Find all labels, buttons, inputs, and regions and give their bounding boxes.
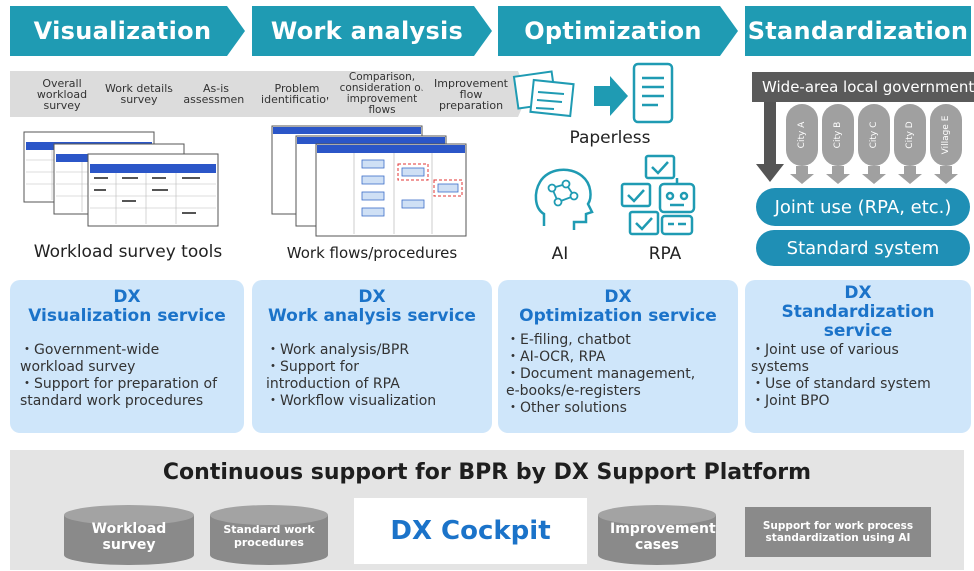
caption-rpa: RPA (648, 244, 682, 264)
work-flows-illustration (270, 124, 470, 239)
workload-survey-cylinder: Workload survey (64, 505, 194, 565)
service-items: ・Work analysis/BPR ・Support for introduc… (266, 342, 437, 409)
ai-head-icon (530, 162, 596, 234)
caption-workload-survey-tools: Workload survey tools (33, 242, 223, 262)
rpa-robot-icon (616, 154, 706, 240)
workload-survey-tools-illustration (22, 130, 222, 230)
city-a-label: City A (797, 121, 807, 149)
caption-ai: AI (551, 244, 569, 264)
wide-area-government-header: Wide-area local government (752, 72, 974, 102)
service-title: DX Optimization service (519, 287, 717, 326)
standard-work-procedures-cylinder: Standard work procedures (210, 505, 328, 565)
city-c-label: City C (869, 121, 879, 149)
platform-title: Continuous support for BPR by DX Support… (162, 460, 812, 485)
paper-documents-icon (512, 70, 575, 118)
phase-label: Work analysis (270, 17, 464, 45)
phase-work-analysis: Work analysis (252, 6, 492, 56)
standard-system-pill: Standard system (756, 230, 970, 266)
service-items: ・E-filing, chatbot ・AI-OCR, RPA ・Documen… (506, 332, 696, 416)
caption-paperless: Paperless (569, 128, 651, 148)
city-b-label: City B (833, 121, 843, 149)
phase-standardization: Standardization (745, 6, 971, 56)
service-title: DX Visualization service (28, 287, 226, 326)
city-b (822, 104, 854, 166)
city-d (894, 104, 926, 166)
city-a (786, 104, 818, 166)
optimization-service-panel: DX Optimization service ・E-filing, chatb… (498, 280, 738, 433)
spreadsheet-stack-icon (23, 131, 219, 227)
city-c (858, 104, 890, 166)
service-items: ・Joint use of various systems ・Use of st… (751, 342, 931, 409)
service-title: DX Work analysis service (268, 287, 476, 326)
ai-support-box: Support for work process standardization… (745, 507, 931, 557)
city-d-label: City D (905, 121, 915, 149)
phase-optimization: Optimization (498, 6, 738, 56)
village-e (930, 104, 962, 166)
phase-label: Standardization (747, 17, 969, 45)
step-improvement-flow-preparation: Improvement flow preparation (414, 71, 528, 117)
tablet-icon (632, 62, 674, 124)
village-e-label: Village E (941, 115, 951, 155)
phase-label: Visualization (33, 17, 212, 45)
dx-cockpit-box: DX Cockpit (354, 498, 587, 564)
down-arrow-icon (752, 102, 792, 182)
flowchart-stack-icon (271, 125, 467, 237)
arrow-right-icon (594, 76, 628, 116)
standardization-service-panel: DX Standardization service ・Joint use of… (745, 280, 971, 433)
paperless-graphic (510, 60, 710, 130)
visualization-service-panel: DX Visualization service ・Government-wid… (10, 280, 244, 433)
phase-visualization: Visualization (10, 6, 245, 56)
phase-label: Optimization (524, 17, 702, 45)
joint-use-pill: Joint use (RPA, etc.) (756, 188, 970, 226)
service-title: DX Standardization service (781, 283, 935, 341)
improvement-cases-cylinder: Improvement cases (598, 505, 716, 565)
service-items: ・Government-wide workload survey ・Suppor… (20, 342, 218, 409)
work-analysis-service-panel: DX Work analysis service ・Work analysis/… (252, 280, 492, 433)
city-arrows (786, 166, 966, 186)
caption-work-flows: Work flows/procedures (286, 244, 458, 262)
